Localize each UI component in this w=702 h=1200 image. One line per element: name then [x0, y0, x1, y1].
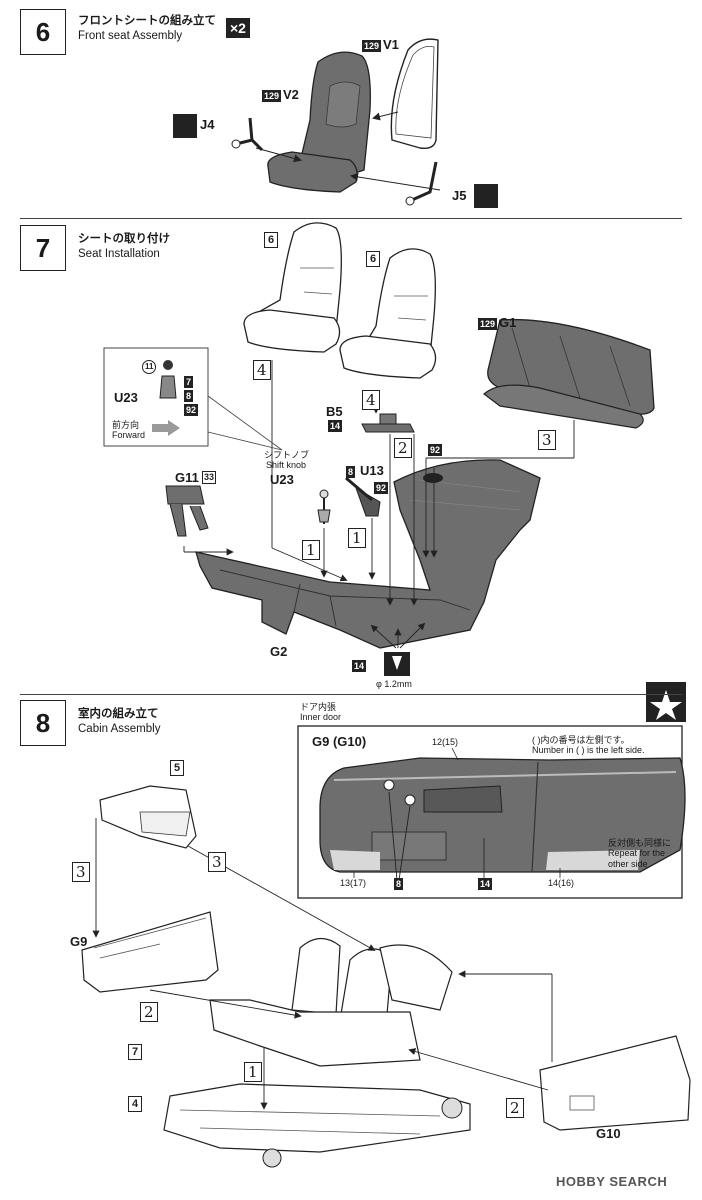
step-6-title-jp: フロントシートの組み立て	[78, 15, 216, 27]
part-label-u13: U13	[360, 463, 384, 478]
part-label-g10: G10	[596, 1126, 621, 1141]
color-badge-g2: 14	[352, 660, 367, 672]
ref-step-5: 5	[170, 760, 185, 776]
ref-step-7: 7	[128, 1044, 143, 1060]
part-label-b5: B5	[326, 404, 343, 419]
multiplier-badge: ×2	[226, 18, 250, 38]
part-label-j5: J5	[452, 188, 467, 203]
color-badge-g1: 129	[478, 318, 498, 330]
repeat-en: Repeat for the other side	[608, 848, 666, 869]
shift-knob-jp: シフトノブ	[264, 450, 310, 460]
order-3: 3	[538, 430, 556, 450]
step-7-number: 7	[20, 225, 66, 271]
color-badge-b5: 14	[328, 420, 343, 432]
inset-color-11: 11	[142, 360, 157, 374]
step-6-title-en: Front seat Assembly	[78, 30, 183, 42]
cut-part-icon-j4	[173, 114, 197, 138]
part-label-v1: V1	[383, 37, 399, 52]
step-6-title: フロントシートの組み立て Front seat Assembly	[78, 14, 216, 44]
inset-part-u23: U23	[114, 390, 138, 405]
drill-size: φ 1.2mm	[376, 679, 412, 689]
step-8-title-en: Cabin Assembly	[78, 723, 161, 735]
repeat-jp: 反対側も同様に	[608, 838, 672, 848]
step-8-number: 8	[20, 700, 66, 746]
color-badge-g11: 33	[202, 471, 217, 484]
order-1-b: 1	[348, 528, 366, 548]
cabin-order-2-a: 2	[140, 1002, 158, 1022]
step-8-title: 室内の組み立て Cabin Assembly	[78, 707, 160, 737]
seat-installation-illustration	[103, 222, 655, 676]
step-7-title-en: Seat Installation	[78, 248, 160, 260]
part-label-j4: J4	[200, 117, 215, 132]
inner-door-en: Inner door	[300, 712, 342, 722]
door-color-8: 8	[394, 878, 404, 890]
shift-knob-en: Shift knob	[266, 460, 307, 470]
part-label-v2: V2	[283, 87, 299, 102]
door-color-14: 14	[478, 878, 493, 890]
step-7-title-jp: シートの取り付け	[78, 233, 170, 245]
step-7-title: シートの取り付け Seat Installation	[78, 232, 170, 262]
door-color-low-left: 13(17)	[340, 878, 367, 888]
step-8-title-jp: 室内の組み立て	[78, 708, 159, 720]
color-badge-u13-8: 8	[346, 466, 356, 478]
order-4-b: 4	[362, 390, 380, 410]
divider-2	[20, 694, 682, 695]
inset-color-92: 92	[184, 404, 199, 416]
part-label-g11: G11	[175, 470, 199, 485]
step-6-number: 6	[20, 9, 66, 55]
inset-color-8: 8	[184, 390, 194, 402]
cabin-order-3-b: 3	[208, 852, 226, 872]
ref-step-4: 4	[128, 1096, 143, 1112]
part-label-u23: U23	[270, 472, 294, 487]
color-badge-92: 92	[428, 444, 443, 456]
cabin-assembly-illustration	[81, 682, 691, 1168]
cabin-order-2-b: 2	[506, 1098, 524, 1118]
watermark: HOBBY SEARCH	[556, 1174, 668, 1189]
note-en: Number in ( ) is the left side.	[532, 745, 645, 755]
order-2: 2	[394, 438, 412, 458]
color-badge-v1: 129	[362, 40, 382, 52]
ref-step-6-b: 6	[366, 251, 381, 267]
order-4-a: 4	[253, 360, 271, 380]
door-part-label: G9 (G10)	[312, 734, 367, 749]
inner-door-jp: ドア内張	[300, 702, 337, 712]
cut-part-icon-j5	[474, 184, 498, 208]
color-badge-u13-92: 92	[374, 482, 389, 494]
divider-1	[20, 218, 682, 219]
part-label-g2: G2	[270, 644, 288, 659]
note-jp: ( )内の番号は左側です。	[532, 735, 630, 745]
forward-jp: 前方向	[112, 420, 140, 430]
forward-en: Forward	[112, 430, 146, 440]
cabin-order-3-a: 3	[72, 862, 90, 882]
part-label-g9: G9	[70, 934, 88, 949]
part-label-g1: G1	[499, 315, 517, 330]
cabin-order-1: 1	[244, 1062, 262, 1082]
order-1-a: 1	[302, 540, 320, 560]
front-seat-illustration	[231, 38, 441, 206]
ref-step-6-a: 6	[264, 232, 279, 248]
door-color-top: 12(15)	[432, 737, 459, 747]
inset-color-7: 7	[184, 376, 194, 388]
door-color-low-right: 14(16)	[548, 878, 575, 888]
color-badge-v2: 129	[262, 90, 282, 102]
